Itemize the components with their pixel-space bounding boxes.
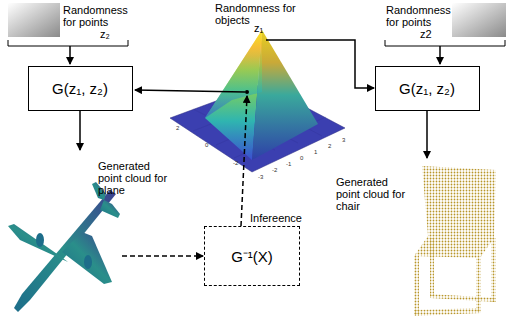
caption-text: Generated point cloud for chair xyxy=(336,176,414,212)
inverse-box: G⁻¹(X) xyxy=(204,226,300,286)
caption-text: Randomness for points xyxy=(386,4,458,28)
axis-tick: 1 xyxy=(314,149,328,155)
variable-label: z₁ xyxy=(254,22,274,34)
caption-text: Infereence xyxy=(250,212,330,224)
node-text: G(z₁, z₂) xyxy=(52,80,108,97)
variable-label: z₂ xyxy=(100,28,120,40)
axis-tick: 3 xyxy=(342,137,356,143)
node-text: G(z₁, z₂) xyxy=(399,80,455,97)
axis-tick: -2 xyxy=(233,160,247,166)
axis-tick: 0 xyxy=(300,155,314,161)
node-text: G⁻¹(X) xyxy=(231,246,273,266)
axis-tick: 2 xyxy=(176,125,190,131)
axis-tick: -2 xyxy=(272,167,286,173)
variable-label: z2 xyxy=(420,28,442,40)
axis-tick: 0 xyxy=(205,142,219,148)
axis-tick: 2 xyxy=(328,143,342,149)
caption-text: Randomness for points xyxy=(63,4,135,28)
caption-text: Generated point cloud for plane xyxy=(98,160,176,196)
generator-box: G(z₁, z₂) xyxy=(28,66,133,111)
generator-box: G(z₁, z₂) xyxy=(375,66,480,111)
axis-tick: -1 xyxy=(286,161,300,167)
axis-tick: -3 xyxy=(258,174,272,180)
